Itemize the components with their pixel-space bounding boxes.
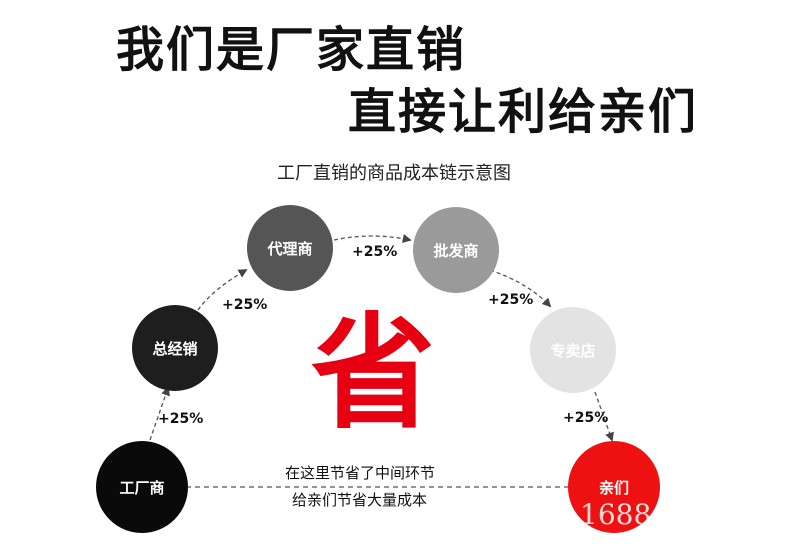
arrow-factory-to-distributor [149, 386, 170, 441]
arrow-agent-to-wholesaler [333, 234, 412, 243]
markup-label-3: +25% [352, 244, 397, 260]
node-wholesaler-circle [413, 207, 499, 293]
markup-label-1: +25% [158, 411, 203, 427]
arrow-retailer-to-customer [594, 391, 614, 442]
node-distributor: 总经销 [132, 305, 218, 391]
note-line-1: 在这里节省了中间环节 [285, 464, 435, 482]
markup-label-4: +25% [488, 292, 533, 308]
headline-line-2: 直接让利给亲们 [348, 84, 699, 140]
watermark-text: 1688 [580, 498, 651, 531]
arrow-distributor-to-agent [197, 269, 248, 311]
node-wholesaler: 批发商 [413, 207, 499, 293]
diagram-subtitle: 工厂直销的商品成本链示意图 [277, 163, 511, 184]
node-agent: 代理商 [247, 205, 333, 291]
save-character: 省 [311, 302, 435, 446]
note-line-2: 给亲们节省大量成本 [292, 491, 427, 509]
node-distributor-circle [132, 305, 218, 391]
arrow-wholesaler-to-retailer [489, 269, 552, 308]
node-factory: 工厂商 [96, 441, 188, 533]
node-retailer-circle [530, 307, 616, 393]
node-distributor-label: 总经销 [152, 340, 197, 358]
markup-label-2: +25% [222, 297, 267, 313]
node-customer-label: 亲们 [599, 479, 629, 497]
headline-line-1: 我们是厂家直销 [116, 22, 467, 78]
node-customer: 亲们 [568, 441, 660, 533]
node-agent-label: 代理商 [266, 240, 312, 258]
node-factory-label: 工厂商 [119, 479, 164, 497]
node-wholesaler-label: 批发商 [433, 242, 478, 260]
node-customer-circle [568, 441, 660, 533]
node-retailer: 专卖店 [530, 307, 616, 393]
connector-arrows [149, 234, 614, 488]
node-factory-circle [96, 441, 188, 533]
node-agent-circle [247, 205, 333, 291]
markup-label-5: +25% [563, 410, 608, 426]
node-retailer-label: 专卖店 [550, 342, 595, 360]
